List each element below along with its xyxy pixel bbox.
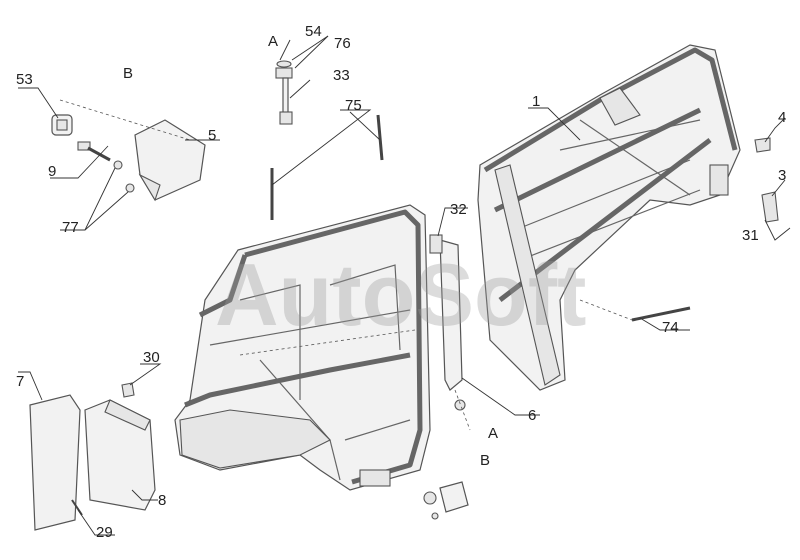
callout-9: 9 xyxy=(48,163,56,180)
label-view-b-bottom: B xyxy=(480,452,490,469)
strip-6 xyxy=(429,234,471,431)
callout-33: 33 xyxy=(333,67,350,84)
callout-6: 6 xyxy=(528,407,536,424)
watermark-text: AutoSoft xyxy=(215,245,586,344)
callout-1: 1 xyxy=(532,93,540,110)
callout-77: 77 xyxy=(62,219,79,236)
callout-31: 31 xyxy=(742,227,759,244)
label-view-b-top: B xyxy=(123,65,133,82)
callout-5: 5 xyxy=(208,127,216,144)
label-view-a-top: A xyxy=(268,33,278,50)
left-frame-assembly xyxy=(174,204,431,491)
callout-4: 4 xyxy=(778,109,786,126)
label-view-a-bottom: A xyxy=(488,425,498,442)
right-small-brackets xyxy=(754,137,779,223)
rods-75 xyxy=(270,114,384,220)
callout-7: 7 xyxy=(16,373,24,390)
callout-8: 8 xyxy=(158,492,166,509)
pin-33-assembly xyxy=(275,60,293,125)
callout-53: 53 xyxy=(16,71,33,88)
callout-75: 75 xyxy=(345,97,362,114)
callout-32: 32 xyxy=(450,201,467,218)
callout-3: 3 xyxy=(778,167,786,184)
right-frame-assembly xyxy=(477,44,741,391)
callout-54: 54 xyxy=(305,23,322,40)
callout-labels: A 54 76 33 75 B 53 5 9 77 1 4 3 31 32 74… xyxy=(16,23,786,541)
rod-74 xyxy=(579,299,691,322)
callout-29: 29 xyxy=(96,524,113,541)
detail-b-bottom xyxy=(423,481,469,520)
callout-74: 74 xyxy=(662,319,679,336)
callout-76: 76 xyxy=(334,35,351,52)
callout-30: 30 xyxy=(143,349,160,366)
bracket-group xyxy=(51,99,206,202)
leader-lines xyxy=(18,35,791,536)
lower-left-panels xyxy=(29,382,156,531)
